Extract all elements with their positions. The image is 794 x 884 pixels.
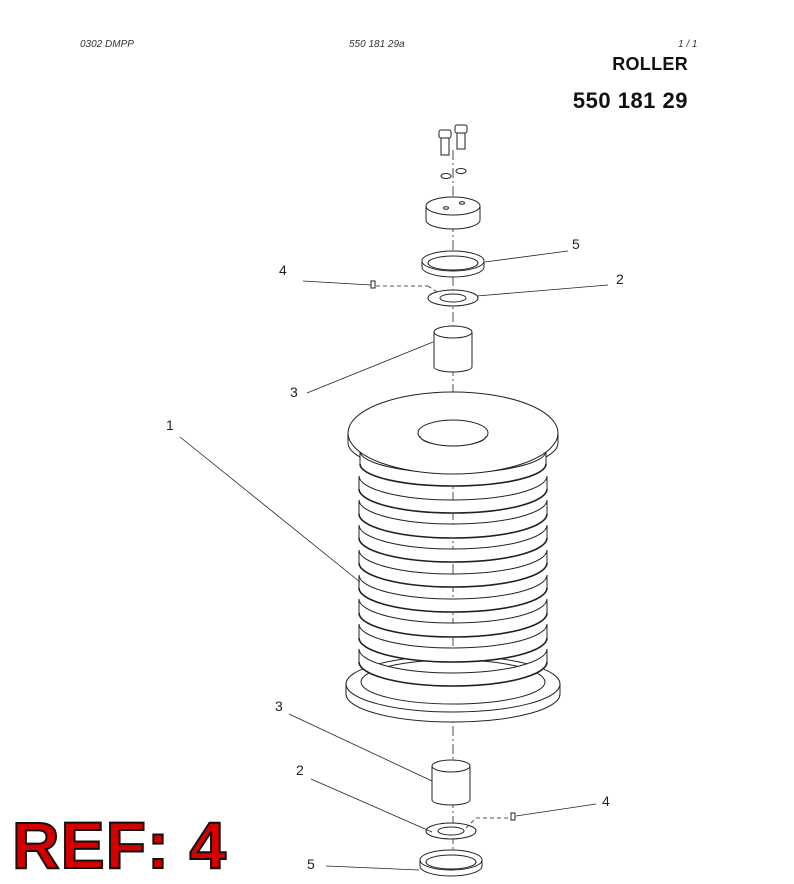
small-screw-part-lower — [465, 812, 516, 829]
callout-4-bottom: 4 — [602, 793, 610, 809]
bushing-part — [433, 325, 473, 373]
page-title: ROLLER — [612, 54, 688, 74]
callout-5-bottom: 5 — [307, 856, 315, 872]
header-code-mid: 550 181 29a — [349, 39, 405, 50]
callout-2-top: 2 — [616, 271, 624, 287]
bearing-washer-part — [427, 289, 479, 307]
roller-body-part — [345, 391, 561, 723]
small-screw-part — [370, 280, 441, 295]
seal-ring-part — [421, 250, 485, 278]
bolt-part — [438, 124, 468, 156]
leader-lines — [179, 250, 609, 871]
callout-2-bottom: 2 — [296, 762, 304, 778]
header-page-number: 1 / 1 — [678, 39, 698, 50]
callout-4-top: 4 — [279, 262, 287, 278]
washer-part — [440, 168, 467, 179]
callout-3-bottom: 3 — [275, 698, 283, 714]
callout-5-top: 5 — [572, 236, 580, 252]
ref-label: REF: 4 — [11, 808, 228, 882]
bearing-washer-part-lower — [425, 822, 477, 840]
callout-3-top: 3 — [290, 384, 298, 400]
header-code-left: 0302 DMPP — [80, 39, 134, 50]
part-number: 550 181 29 — [572, 88, 688, 113]
callout-1: 1 — [166, 417, 174, 433]
bushing-part-lower — [431, 759, 471, 806]
cap-part — [425, 196, 481, 230]
seal-ring-part-lower — [419, 849, 483, 877]
